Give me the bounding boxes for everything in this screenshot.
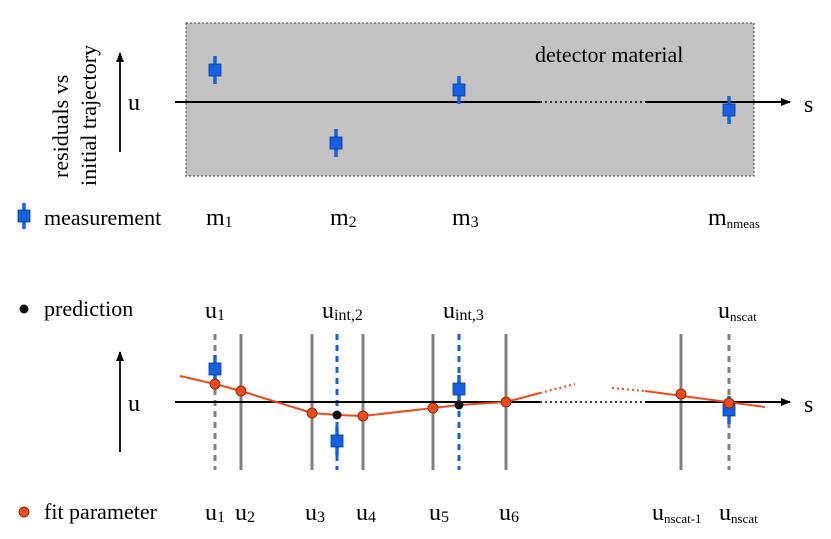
svg-text:u6: u6 (499, 500, 519, 526)
fit-parameter-point-2 (235, 385, 247, 397)
ylabel-line1: residuals vs (48, 75, 73, 178)
top-measurement-2-marker (329, 136, 343, 150)
fit-parameter-point-6 (500, 396, 512, 408)
svg-text:m1: m1 (206, 205, 233, 231)
bottom-measurement-3 (452, 375, 466, 403)
ylabel-line2: initial trajectory (76, 45, 101, 186)
svg-text:m3: m3 (452, 205, 479, 231)
top-measurement-4-marker (722, 103, 736, 117)
prediction-point-2 (454, 400, 464, 410)
top-measurement-4 (722, 96, 736, 124)
top-u-label: u (128, 90, 140, 116)
measurement-label-1: m1 (206, 205, 233, 231)
fit-label-u1: u1 (205, 500, 225, 526)
prediction-label-u1: u1 (205, 298, 225, 324)
detector-material-region (185, 22, 755, 177)
prediction-dot-icon (19, 304, 29, 314)
svg-text:uint,2: uint,2 (322, 298, 363, 324)
prediction-point-1 (332, 410, 342, 420)
bottom-measurement-1-marker (208, 362, 222, 376)
legend-prediction-label: prediction (44, 296, 133, 321)
svg-text:u1: u1 (205, 500, 225, 526)
bottom-measurement-2-marker (330, 434, 344, 448)
fit-label-unscat-1: unscat-1 (652, 500, 702, 526)
fit-parameter-points (209, 378, 735, 422)
legend-measurement-label: measurement (44, 205, 161, 230)
fit-parameter-point-1 (209, 378, 221, 390)
fit-parameter-point-3 (306, 407, 318, 419)
top-measurement-3 (452, 76, 466, 104)
svg-text:u3: u3 (305, 500, 325, 526)
svg-text:u1: u1 (205, 298, 225, 324)
bottom-measurement-1 (208, 355, 222, 383)
measurement-label-3: m3 (452, 205, 479, 231)
fit-label-u6: u6 (499, 500, 519, 526)
fit-trajectory-line (179, 375, 541, 418)
prediction-label-uint3: uint,3 (443, 298, 484, 324)
fit-parameter-dot-icon (18, 506, 30, 518)
fit-label-unscat: unscat (719, 500, 758, 526)
svg-text:unscat-1: unscat-1 (652, 500, 702, 526)
detector-material-label: detector material (535, 42, 683, 67)
fit-trajectory-dotted-2 (611, 387, 646, 392)
legend-fit-parameter: fit parameter (18, 499, 158, 524)
fit-parameter-point-8 (723, 397, 735, 409)
prediction-points (332, 400, 464, 420)
fit-label-u4: u4 (356, 500, 376, 526)
legend-fit-parameter-label: fit parameter (44, 499, 158, 524)
top-measurement-3-marker (452, 83, 466, 97)
measurement-marker-square (17, 209, 31, 223)
measurement-label-2: m2 (330, 205, 357, 231)
fit-trajectory-dotted-1 (539, 383, 576, 394)
bottom-s-label: s (804, 392, 813, 418)
prediction-label-uint2: uint,2 (322, 298, 363, 324)
top-measurements (208, 56, 736, 157)
svg-text:u4: u4 (356, 500, 376, 526)
top-measurement-1 (208, 56, 222, 84)
svg-text:m2: m2 (330, 205, 357, 231)
svg-text:uint,3: uint,3 (443, 298, 484, 324)
bottom-measurement-2 (330, 427, 344, 455)
fit-parameter-point-4 (357, 410, 369, 422)
fit-trajectory-line-end (644, 390, 766, 408)
fit-label-u5: u5 (429, 500, 449, 526)
svg-text:u2: u2 (235, 500, 255, 526)
legend-prediction: prediction (19, 296, 133, 321)
svg-text:unscat: unscat (718, 298, 757, 324)
svg-text:mnmeas: mnmeas (708, 205, 760, 231)
prediction-label-unscat: unscat (718, 298, 757, 324)
top-s-label: s (804, 92, 813, 118)
legend-measurement: measurement (17, 203, 161, 230)
top-measurement-2 (329, 129, 343, 157)
svg-text:u5: u5 (429, 500, 449, 526)
fit-parameter-point-5 (427, 402, 439, 414)
fit-label-u2: u2 (235, 500, 255, 526)
svg-text:unscat: unscat (719, 500, 758, 526)
measurement-label-nmeas: mnmeas (708, 205, 760, 231)
bottom-u-label: u (128, 391, 140, 417)
bottom-measurement-3-marker (452, 382, 466, 396)
fit-label-u3: u3 (305, 500, 325, 526)
fit-parameter-point-7 (675, 388, 687, 400)
top-ylabel: residuals vs initial trajectory (48, 45, 101, 186)
top-measurement-1-marker (208, 63, 222, 77)
